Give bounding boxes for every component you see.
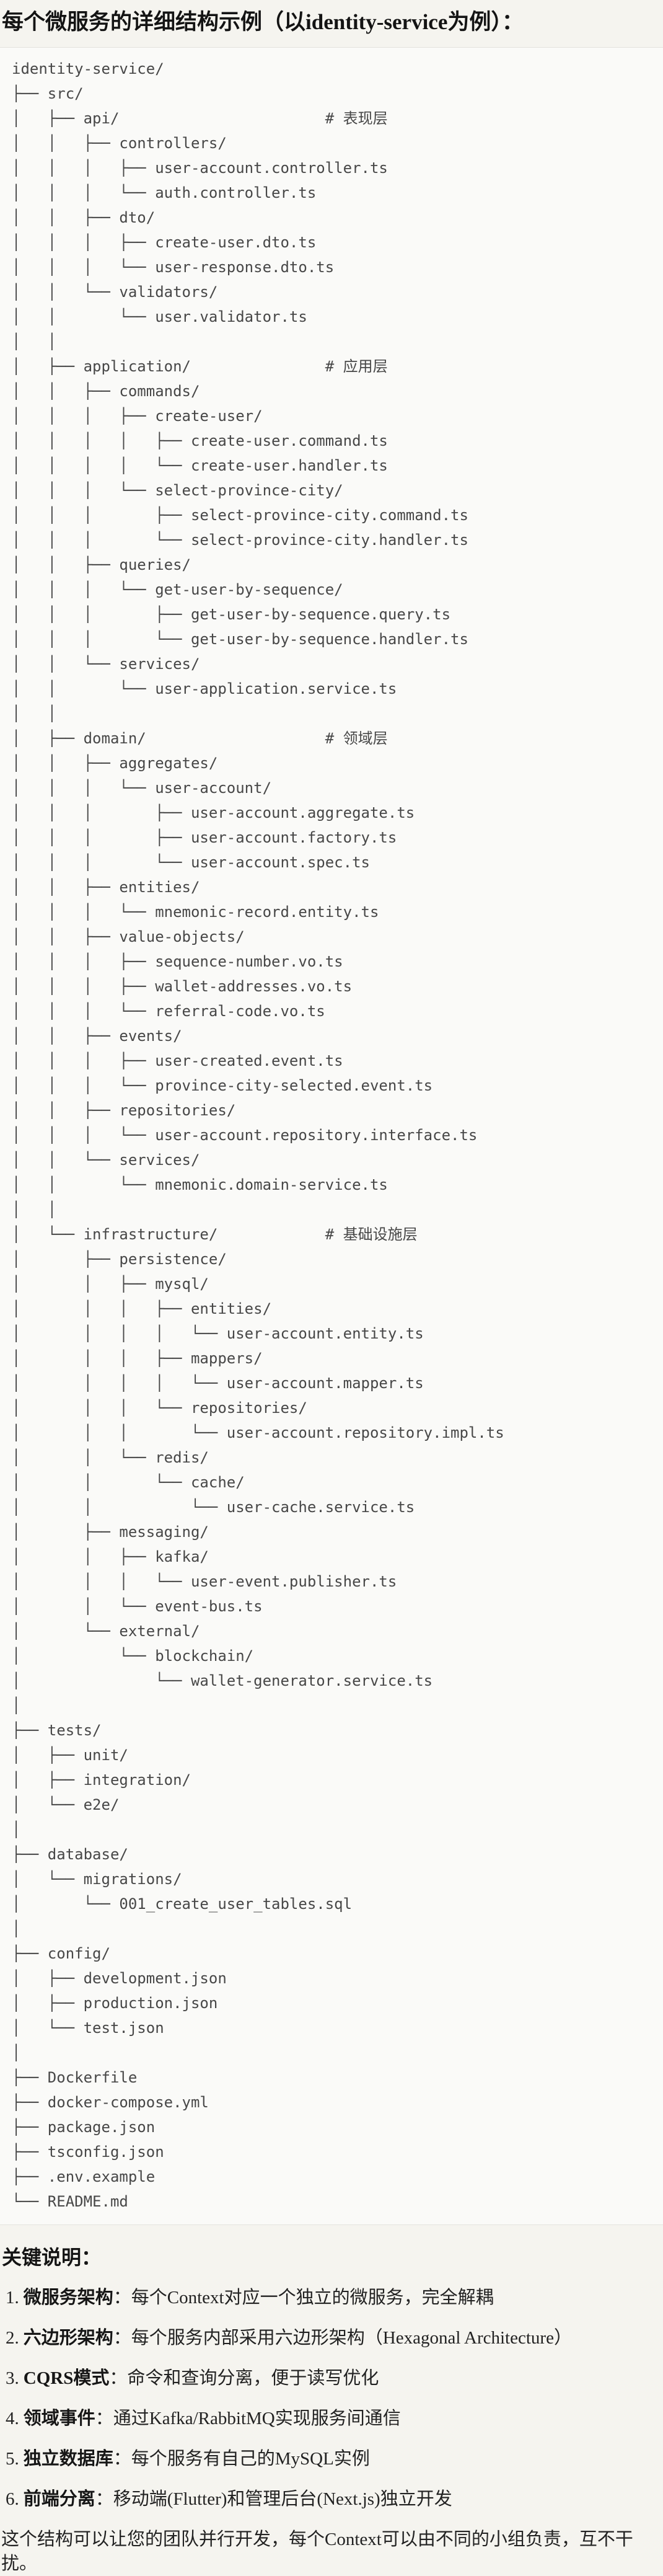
note-number: 6. xyxy=(6,2489,19,2509)
note-term: 前端分离 xyxy=(23,2489,95,2509)
note-term: CQRS模式 xyxy=(23,2368,110,2388)
note-number: 4. xyxy=(6,2409,19,2428)
note-item-cqrs: 3.CQRS模式：命令和查询分离，便于读写优化 xyxy=(0,2366,663,2391)
note-desc: ：移动端(Flutter)和管理后台(Next.js)独立开发 xyxy=(95,2489,452,2509)
note-desc: ：每个Context对应一个独立的微服务，完全解耦 xyxy=(113,2288,494,2308)
closing-paragraph: 这个结构可以让您的团队并行开发，每个Context可以由不同的小组负责，互不干扰… xyxy=(1,2530,633,2574)
note-item-hexagonal: 2.六边形架构：每个服务内部采用六边形架构（Hexagonal Architec… xyxy=(0,2326,663,2350)
note-term: 微服务架构 xyxy=(23,2288,113,2308)
page-title: 每个微服务的详细结构示例（以identity-service为例）： xyxy=(2,10,524,34)
note-number: 2. xyxy=(6,2328,19,2348)
note-desc: ：每个服务内部采用六边形架构（Hexagonal Architecture） xyxy=(113,2328,572,2348)
note-item-frontend-split: 6.前端分离：移动端(Flutter)和管理后台(Next.js)独立开发 xyxy=(0,2487,663,2512)
note-desc: ：通过Kafka/RabbitMQ实现服务间通信 xyxy=(95,2409,401,2428)
note-item-independent-db: 5.独立数据库：每个服务有自己的MySQL实例 xyxy=(0,2447,663,2471)
note-number: 1. xyxy=(6,2288,19,2308)
note-desc: ：命令和查询分离，便于读写优化 xyxy=(109,2368,379,2388)
note-term: 六边形架构 xyxy=(23,2328,113,2348)
note-item-domain-events: 4.领域事件：通过Kafka/RabbitMQ实现服务间通信 xyxy=(0,2407,663,2431)
note-number: 5. xyxy=(6,2449,19,2469)
note-item-microservices: 1.微服务架构：每个Context对应一个独立的微服务，完全解耦 xyxy=(0,2286,663,2310)
notes-heading: 关键说明： xyxy=(2,2246,102,2268)
note-term: 独立数据库 xyxy=(23,2449,113,2469)
note-desc: ：每个服务有自己的MySQL实例 xyxy=(113,2449,370,2469)
key-notes-section: 关键说明： 1.微服务架构：每个Context对应一个独立的微服务，完全解耦 2… xyxy=(0,2245,663,2576)
note-term: 领域事件 xyxy=(23,2409,95,2428)
note-number: 3. xyxy=(6,2368,19,2388)
file-tree-code-block: identity-service/ ├── src/ │ ├── api/ # … xyxy=(0,47,663,2225)
